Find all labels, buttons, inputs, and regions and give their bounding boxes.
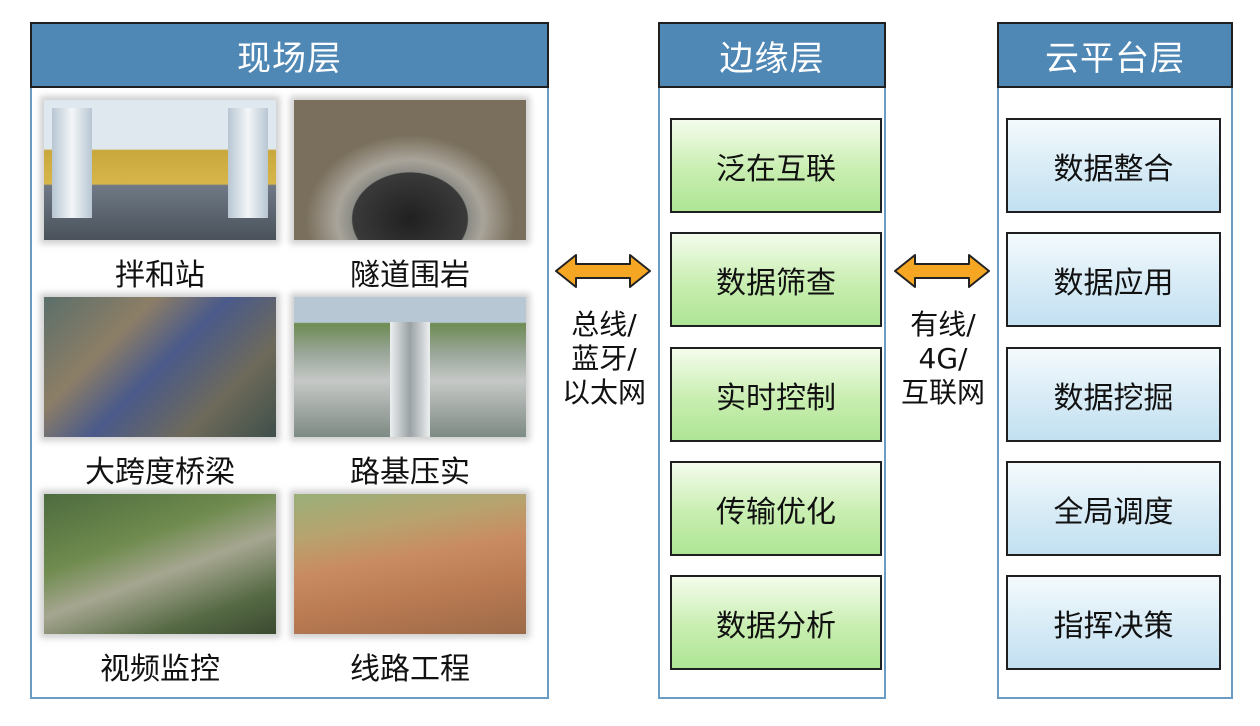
link-protocol: 有线/ <box>910 308 976 341</box>
cloud-item-data-mining: 数据挖掘 <box>1006 347 1221 442</box>
edge-item-data-screening: 数据筛查 <box>670 232 882 327</box>
site-item-label: 线路工程 <box>350 652 470 687</box>
link-protocol: 互联网 <box>900 376 985 409</box>
double-arrow-icon <box>555 254 651 288</box>
cloud-item-global-scheduling: 全局调度 <box>1006 461 1221 556</box>
site-item-label: 路基压实 <box>350 455 470 490</box>
tunnel-photo <box>294 100 526 240</box>
site-edge-link-label: 总线/ 蓝牙/ 以太网 <box>556 308 652 410</box>
cloud-item-data-application: 数据应用 <box>1006 232 1221 327</box>
mixing-station-photo <box>44 100 276 240</box>
edge-item-realtime-control: 实时控制 <box>670 347 882 442</box>
link-protocol: 蓝牙/ <box>571 342 637 375</box>
subgrade-photo <box>294 297 526 437</box>
site-item-label: 视频监控 <box>100 652 220 687</box>
link-protocol: 总线/ <box>571 308 637 341</box>
site-item-label: 隧道围岩 <box>350 258 470 293</box>
double-arrow-icon <box>894 254 990 288</box>
cloud-item-command-decision: 指挥决策 <box>1006 575 1221 670</box>
site-item-line-engineering: 线路工程 <box>294 494 526 687</box>
site-item-video-monitoring: 视频监控 <box>44 494 276 687</box>
edge-cloud-link-label: 有线/ 4G/ 互联网 <box>893 308 993 410</box>
site-item-long-span-bridge: 大跨度桥梁 <box>44 297 276 490</box>
cloud-layer-title: 云平台层 <box>997 22 1233 88</box>
site-layer-title: 现场层 <box>30 22 549 88</box>
link-protocol: 以太网 <box>561 376 646 409</box>
site-item-label: 大跨度桥梁 <box>85 455 235 490</box>
line-engineering-photo <box>294 494 526 634</box>
site-item-mixing-station: 拌和站 <box>44 100 276 293</box>
edge-item-transmission-optimization: 传输优化 <box>670 461 882 556</box>
video-monitoring-photo <box>44 494 276 634</box>
edge-layer-title: 边缘层 <box>658 22 886 88</box>
site-item-subgrade-compaction: 路基压实 <box>294 297 526 490</box>
cloud-item-data-integration: 数据整合 <box>1006 118 1221 213</box>
edge-item-data-analysis: 数据分析 <box>670 575 882 670</box>
link-protocol: 4G/ <box>918 342 968 375</box>
site-item-label: 拌和站 <box>115 258 205 293</box>
bridge-photo <box>44 297 276 437</box>
site-item-tunnel-rock: 隧道围岩 <box>294 100 526 293</box>
edge-item-ubiquitous-interconnect: 泛在互联 <box>670 118 882 213</box>
